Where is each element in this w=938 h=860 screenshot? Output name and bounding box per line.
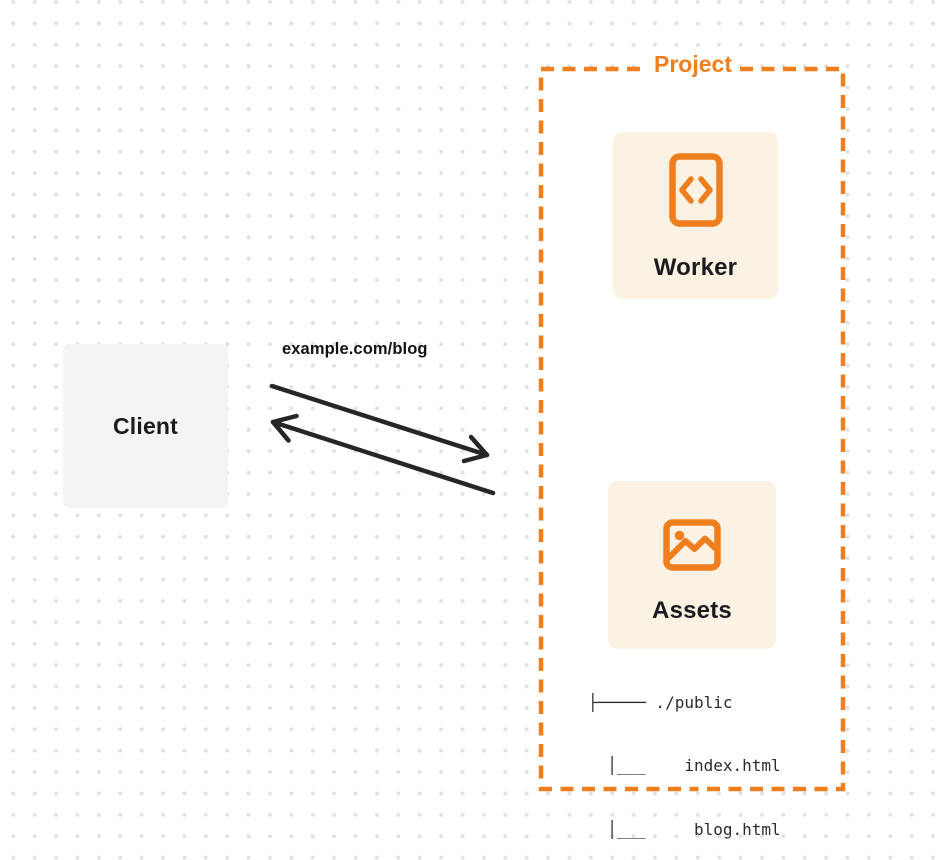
tree-line-blog: │___ blog.html (588, 819, 781, 839)
worker-node: Worker (613, 132, 778, 299)
tree-line-public: ├───── ./public (588, 693, 733, 713)
image-icon (663, 519, 721, 571)
worker-label: Worker (653, 254, 738, 281)
assets-file-tree: ├───── ./public │___ index.html │___ blo… (588, 650, 781, 860)
request-url-label: example.com/blog (282, 340, 428, 358)
client-node: Client (63, 344, 228, 508)
tree-line-index: │___ index.html (588, 756, 781, 776)
request-arrow (269, 383, 490, 464)
response-arrow (270, 413, 496, 496)
assets-label: Assets (652, 597, 732, 624)
project-title: Project (649, 51, 737, 78)
assets-node: Assets (608, 481, 776, 649)
client-label: Client (112, 412, 179, 439)
project-boundary-dashed-border (538, 66, 846, 792)
code-document-icon (668, 153, 723, 227)
